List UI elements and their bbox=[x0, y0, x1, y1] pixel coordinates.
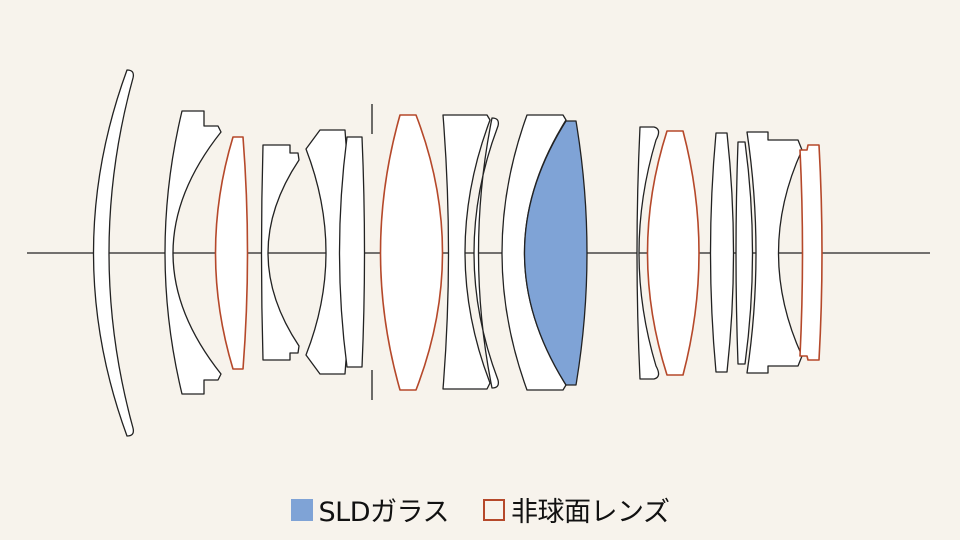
sld-swatch-icon bbox=[290, 498, 313, 521]
lens-element-8 bbox=[442, 114, 491, 390]
lens-element-14 bbox=[709, 132, 735, 373]
lens-element-12 bbox=[636, 126, 660, 380]
lens-element-1 bbox=[92, 69, 135, 437]
lens-element-17-aspherical bbox=[799, 144, 823, 361]
lens-element-7-aspherical bbox=[379, 114, 444, 391]
legend-item-aspherical: 非球面レンズ bbox=[482, 490, 670, 529]
legend-label-aspherical: 非球面レンズ bbox=[510, 497, 670, 528]
lens-element-4 bbox=[260, 144, 300, 361]
lens-element-11-sld bbox=[523, 120, 588, 386]
lens-element-13-aspherical bbox=[646, 130, 700, 376]
legend-label-sld: SLDガラス bbox=[318, 497, 450, 528]
lens-element-16 bbox=[746, 131, 803, 374]
lens-element-15 bbox=[735, 141, 754, 365]
lens-element-6 bbox=[338, 136, 366, 368]
lens-element-2 bbox=[164, 110, 222, 395]
aspherical-swatch-icon bbox=[482, 498, 505, 521]
legend: SLDガラス 非球面レンズ bbox=[0, 490, 960, 529]
legend-item-sld: SLDガラス bbox=[290, 490, 450, 529]
lens-element-3-aspherical bbox=[214, 136, 249, 370]
lens-element-9 bbox=[473, 117, 500, 389]
